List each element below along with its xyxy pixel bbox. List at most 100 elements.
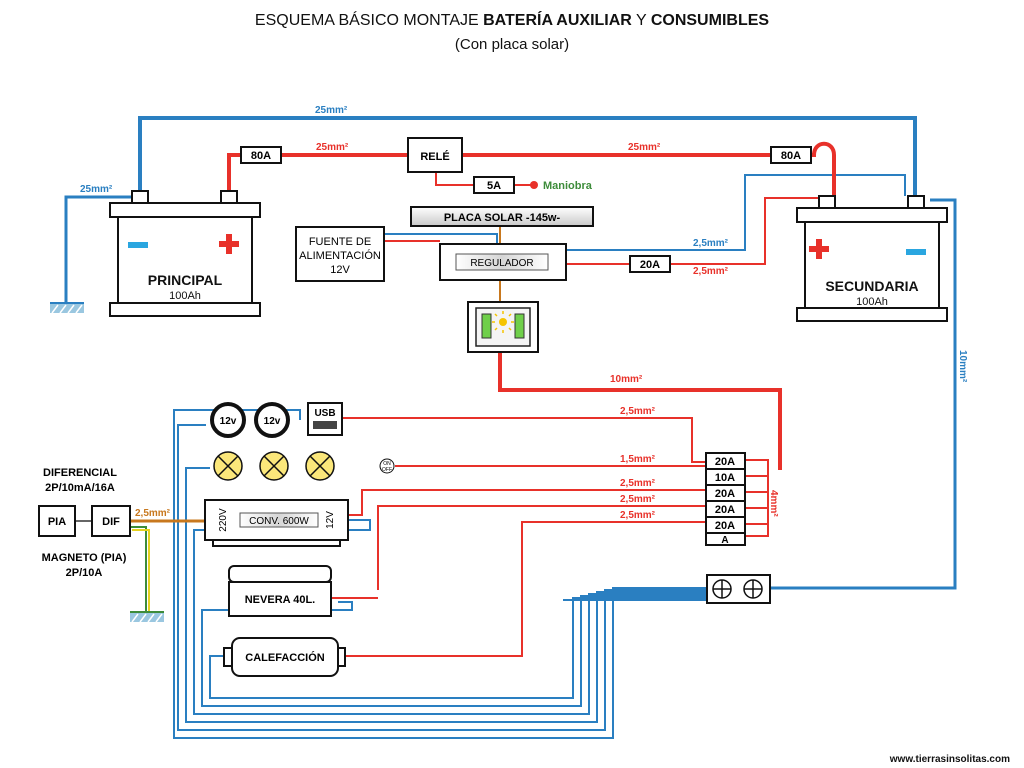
relay: RELÉ <box>407 137 463 173</box>
svg-text:ON: ON <box>383 461 391 467</box>
svg-text:PIA: PIA <box>48 516 66 528</box>
wire-ground-yellow <box>132 529 150 612</box>
inverter: CONV. 600W 220V 12V <box>204 499 349 547</box>
label-top-blue: 25mm² <box>315 105 348 116</box>
wire-psu-reg <box>384 233 498 243</box>
label-reg-blue: 2,5mm² <box>693 238 729 249</box>
title-mid: Y <box>631 12 651 29</box>
wire-neg-return-4 <box>201 595 707 707</box>
maniobra-label: Maniobra <box>543 180 593 192</box>
wire-ground-green <box>130 526 147 612</box>
battery-level-icon <box>481 313 492 339</box>
svg-text:REGULADOR: REGULADOR <box>470 258 533 269</box>
footer-url: www.tierrasinsolitas.com <box>889 754 1010 765</box>
battery-level-icon <box>514 313 525 339</box>
wire-heater <box>345 521 706 657</box>
svg-text:DIF: DIF <box>102 516 120 528</box>
battery-secundaria: SECUNDARIA 100Ah <box>796 195 948 322</box>
usb-charger: USB <box>307 402 343 436</box>
battery-secundaria-name: SECUNDARIA <box>825 278 918 294</box>
svg-text:FUENTE DE: FUENTE DE <box>309 236 371 248</box>
plus-icon <box>219 234 239 254</box>
fuse-slot-2: 10A <box>715 472 735 484</box>
inverter-label: CONV. 600W <box>249 516 309 527</box>
title-bold-consumables: CONSUMIBLES <box>650 12 770 29</box>
wire-neg-return-1 <box>177 424 707 731</box>
diagram-subtitle: (Con placa solar) <box>454 36 570 53</box>
wire-reg-aux-pos <box>566 197 820 265</box>
socket-12v-1: 12v <box>210 402 246 438</box>
wire-10mm <box>498 352 782 470</box>
power-supply: FUENTE DE ALIMENTACIÓN 12V <box>295 226 385 282</box>
label-inverter-3: 2,5mm² <box>620 510 656 521</box>
diferencial-label-2: 2P/10mA/16A <box>45 482 115 494</box>
inverter-output: 220V <box>218 508 229 532</box>
lamp-icon <box>305 451 335 481</box>
label-10mm-blue: 10mm² <box>957 350 968 383</box>
wire-neg-return-3 <box>193 519 707 715</box>
label-inverter-1: 2,5mm² <box>620 478 656 489</box>
svg-text:PLACA SOLAR -145w-: PLACA SOLAR -145w- <box>444 212 561 224</box>
wire-neg-return-2 <box>185 467 707 723</box>
regulator: REGULADOR <box>439 243 567 281</box>
solar-panel: PLACA SOLAR -145w- <box>410 206 594 227</box>
heater: CALEFACCIÓN <box>223 637 346 677</box>
svg-text:RELÉ: RELÉ <box>420 150 449 163</box>
wire-top-negative <box>138 116 917 196</box>
fuse-slot-6: A <box>721 535 728 546</box>
fuse-slot-1: 20A <box>715 456 735 468</box>
svg-text:5A: 5A <box>487 180 501 192</box>
minus-icon <box>128 242 148 248</box>
wire-relay-aux <box>462 141 836 196</box>
battery-principal: PRINCIPAL 100Ah <box>109 190 261 317</box>
wire-fusebox-bus <box>745 459 769 537</box>
lamp-icon <box>213 451 243 481</box>
fuse-80a-left: 80A <box>240 146 282 164</box>
ground-ac-icon <box>130 611 164 623</box>
label-lamps: 1,5mm² <box>620 454 656 465</box>
label-relay-left: 25mm² <box>316 142 349 153</box>
usb-port-icon <box>313 421 337 429</box>
svg-text:ALIMENTACIÓN: ALIMENTACIÓN <box>299 249 381 262</box>
svg-text:80A: 80A <box>781 150 801 162</box>
fuse-slot-3: 20A <box>715 488 735 500</box>
fuse-20a-regulator: 20A <box>629 255 671 273</box>
wire-inverter <box>348 489 706 516</box>
magneto-label-2: 2P/10A <box>66 567 103 579</box>
svg-text:USB: USB <box>314 408 335 419</box>
wire-fridge <box>377 505 706 590</box>
label-usb: 2,5mm² <box>620 406 656 417</box>
inverter-input: 12V <box>325 511 336 529</box>
label-pia: 2,5mm² <box>135 508 171 519</box>
socket-12v-2: 12v <box>254 402 290 438</box>
fuse-slot-5: 20A <box>715 520 735 532</box>
orange-wires <box>75 226 501 612</box>
wire-aux-to-fusebox-neg <box>770 198 957 590</box>
plus-icon <box>809 239 829 259</box>
fuse-slot-4: 20A <box>715 504 735 516</box>
fuse-box: 20A 10A 20A 20A 20A A <box>705 452 746 546</box>
label-inverter-2: 2,5mm² <box>620 494 656 505</box>
sun-icon <box>499 318 507 326</box>
battery-principal-name: PRINCIPAL <box>148 272 223 288</box>
wire-neg-return-5 <box>209 597 707 699</box>
negative-busbar <box>706 574 771 604</box>
title-bold-battery: BATERÍA AUXILIAR <box>483 12 632 29</box>
ground-main-icon <box>50 302 84 314</box>
fridge: NEVERA 40L. <box>228 565 332 617</box>
label-4mm: 4mm² <box>768 490 779 517</box>
wire-main-positive <box>227 153 408 192</box>
wire-usb <box>342 417 706 463</box>
fuse-5a: 5A <box>473 176 515 194</box>
charge-monitor <box>467 301 539 353</box>
svg-text:CALEFACCIÓN: CALEFACCIÓN <box>245 651 325 664</box>
dif-breaker: DIF <box>91 505 131 537</box>
lamps <box>213 451 335 481</box>
fuse-80a-right: 80A <box>770 146 812 164</box>
svg-text:12V: 12V <box>330 264 350 276</box>
wire-main-ground <box>64 195 140 303</box>
title-prefix: ESQUEMA BÁSICO MONTAJE <box>254 12 484 29</box>
svg-text:12v: 12v <box>220 416 237 427</box>
on-off-switch: ON OFF <box>379 458 395 474</box>
